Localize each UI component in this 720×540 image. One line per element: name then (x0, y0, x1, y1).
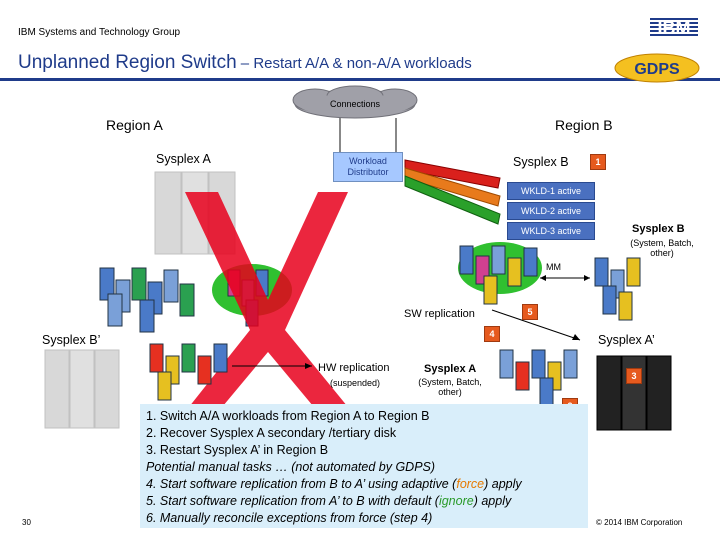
step-6: 6. Manually reconcile exceptions from fo… (146, 511, 433, 525)
ibm-logo: IBM (650, 18, 698, 38)
sysplex-a-mid-sub: (System, Batch, other) (418, 377, 482, 397)
step-4-text-b: ) apply (484, 477, 522, 491)
wkld-1-box: WKLD-1 active (507, 182, 595, 200)
workload-distributor-line1: Workload (349, 156, 387, 166)
disk-cluster-hw-replication (149, 343, 228, 401)
disk-cluster-region-a (99, 267, 195, 333)
step-5-text-a: 5. Start software replication from A’ to… (146, 494, 439, 508)
connections-label: Connections (329, 99, 381, 109)
sysplex-b-prime-label: Sysplex B’ (42, 333, 101, 347)
hw-replication-arrow (232, 363, 312, 369)
step-5-text-b: ) apply (473, 494, 512, 508)
slide-title: Unplanned Region Switch – Restart A/A & … (18, 52, 472, 74)
disk-cluster-sysplex-a (499, 349, 578, 407)
step-4-force: force (456, 477, 485, 491)
sysplex-a-mid-label: Sysplex A (424, 363, 477, 375)
hw-replication-sub: (suspended) (330, 378, 381, 388)
copyright: © 2014 IBM Corporation (596, 518, 683, 527)
mm-arrow (540, 275, 590, 281)
sw-replication-arrow (491, 309, 581, 341)
connections-cloud (292, 85, 418, 119)
failure-x-mark (185, 192, 352, 412)
title-sub: – Restart A/A & non-A/A workloads (236, 55, 472, 72)
steps-box: 1. Switch A/A workloads from Region A to… (140, 404, 588, 528)
wkld-3-box: WKLD-3 active (507, 222, 595, 240)
sysplex-b-right-sub: (System, Batch, other) (630, 238, 694, 258)
mm-label: MM (546, 262, 561, 272)
step-badge-4: 4 (484, 326, 500, 342)
step-1: 1. Switch A/A workloads from Region A to… (146, 409, 430, 423)
sysplex-b-top-label: Sysplex B (513, 155, 569, 169)
step-badge-1: 1 (590, 154, 606, 170)
step-2: 2. Recover Sysplex A secondary /tertiary… (146, 426, 397, 440)
workload-distributor-line2: Distributor (347, 167, 389, 177)
step-5: 5. Start software replication from A’ to… (146, 493, 582, 510)
disk-cluster-sysplex-b (594, 257, 641, 321)
title-main: Unplanned Region Switch (18, 52, 237, 73)
gdps-logo-text: GDPS (634, 61, 680, 78)
step-4: 4. Start software replication from B to … (146, 476, 582, 493)
region-b-label: Region B (555, 117, 613, 133)
step-5-ignore: ignore (438, 494, 474, 508)
step-4-text-a: 4. Start software replication from B to … (146, 477, 457, 491)
step-3: 3. Restart Sysplex A’ in Region B (146, 443, 329, 457)
step-badge-5: 5 (522, 304, 538, 320)
gdps-logo: GDPS (614, 53, 700, 83)
sw-replication-label: SW replication (404, 308, 475, 320)
region-a-label: Region A (106, 117, 163, 133)
page-number: 30 (22, 518, 31, 527)
wkld-2-box: WKLD-2 active (507, 202, 595, 220)
mainframe-sysplex-b-prime-icon (44, 349, 120, 429)
sysplex-a-prime-label: Sysplex A’ (598, 333, 655, 347)
hw-replication-label: HW replication (318, 362, 390, 374)
sysplex-b-right-label: Sysplex B (632, 223, 685, 235)
sysplex-a-top-label: Sysplex A (156, 152, 211, 166)
manual-tasks-heading: Potential manual tasks … (not automated … (146, 460, 436, 474)
workload-arrows (404, 159, 501, 225)
company-name: IBM Systems and Technology Group (18, 27, 181, 38)
ibm-logo-text: IBM (658, 18, 691, 38)
title-rule (0, 78, 720, 81)
step-badge-3: 3 (626, 368, 642, 384)
disk-cluster-region-b (458, 242, 542, 305)
